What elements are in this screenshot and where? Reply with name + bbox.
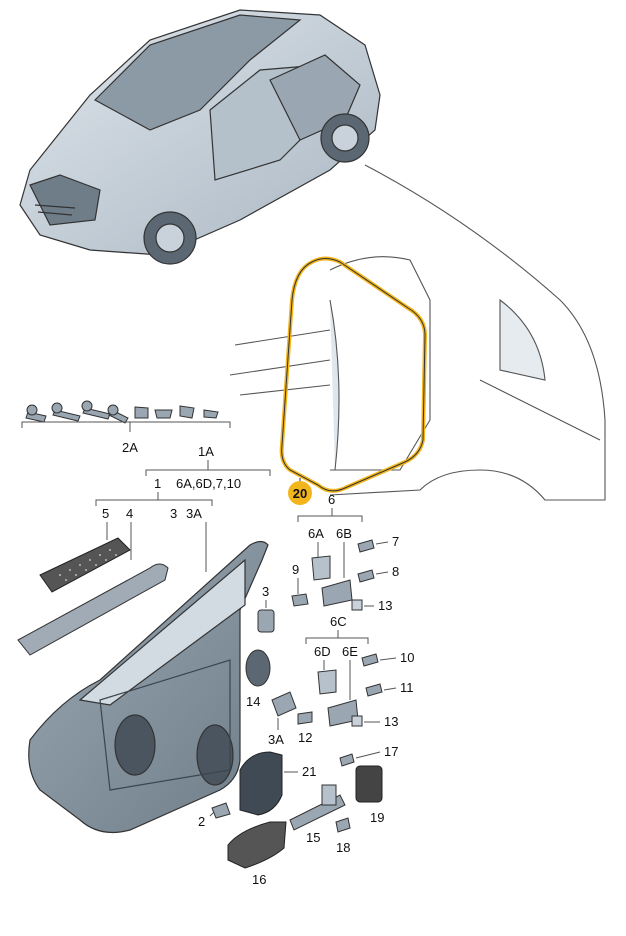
label-6D: 6D [314, 644, 331, 659]
label-2: 2 [198, 814, 205, 829]
label-4: 4 [126, 506, 133, 521]
cover-21-part [239, 751, 283, 816]
screw-12-part [297, 711, 313, 725]
label-18: 18 [336, 840, 350, 855]
label-10: 10 [400, 650, 414, 665]
label-6: 6 [328, 492, 335, 507]
clip-part [257, 609, 275, 633]
door-check-plate [321, 784, 337, 806]
car-illustration [19, 9, 381, 265]
fastener-row [25, 400, 219, 424]
nut-13-upper-part [351, 599, 363, 611]
car-body-side [229, 164, 606, 501]
label-3A-top: 3A [186, 506, 202, 521]
label-14: 14 [246, 694, 260, 709]
label-6E: 6E [342, 644, 358, 659]
bolt-2-part [211, 802, 231, 819]
screw-9-part [291, 593, 309, 607]
sound-pad-part [39, 537, 131, 593]
label-1A: 1A [198, 444, 214, 459]
label-3A-bottom: 3A [268, 732, 284, 747]
bracket-19-part [355, 765, 383, 803]
label-1A-sub: 6A,6D,7,10 [176, 476, 241, 491]
label-20: 20 [293, 486, 307, 501]
label-6A: 6A [308, 526, 324, 541]
screw-18-part [335, 817, 351, 833]
label-12: 12 [298, 730, 312, 745]
screw-10-part [361, 653, 379, 667]
leader-2 [209, 811, 215, 817]
label-3-top: 3 [170, 506, 177, 521]
door-seal-highlighted [279, 256, 428, 493]
label-5: 5 [102, 506, 109, 521]
label-8: 8 [392, 564, 399, 579]
leader-17 [355, 751, 381, 759]
handle-16-part [227, 821, 287, 869]
speaker-part [245, 649, 271, 687]
label-9: 9 [292, 562, 299, 577]
label-20-badge [288, 481, 312, 505]
bracket-3A-part [271, 691, 297, 717]
bracket-1 [95, 499, 213, 506]
leader-8 [375, 571, 389, 575]
bracket-6 [297, 515, 363, 522]
hinge-lower-door-part [317, 669, 337, 695]
label-7: 7 [392, 534, 399, 549]
bracket-2A [21, 421, 231, 428]
hinge-upper-door-part [311, 555, 331, 581]
screw-17-part [339, 753, 355, 767]
label-6C: 6C [330, 614, 347, 629]
door-frame-part [28, 540, 269, 833]
label-13-bottom: 13 [384, 714, 398, 729]
label-19: 19 [370, 810, 384, 825]
screw-11-part [365, 683, 383, 697]
label-6B: 6B [336, 526, 352, 541]
nut-13-lower-part [351, 715, 363, 727]
sound-pad-texture [59, 549, 117, 581]
label-13-top: 13 [378, 598, 392, 613]
bracket-6C [305, 637, 369, 644]
label-16: 16 [252, 872, 266, 887]
hinge-upper-body-part [321, 579, 353, 607]
label-21: 21 [302, 764, 316, 779]
label-1: 1 [154, 476, 161, 491]
seal-strip-part [17, 563, 169, 656]
label-17: 17 [384, 744, 398, 759]
leader-7 [375, 541, 389, 545]
label-15: 15 [306, 830, 320, 845]
leader-10 [379, 657, 397, 661]
label-2A: 2A [122, 440, 138, 455]
screw-7-part [357, 539, 375, 553]
label-3-right: 3 [262, 584, 269, 599]
label-11: 11 [400, 680, 414, 695]
screw-8-part [357, 569, 375, 583]
leader-11 [383, 687, 397, 691]
